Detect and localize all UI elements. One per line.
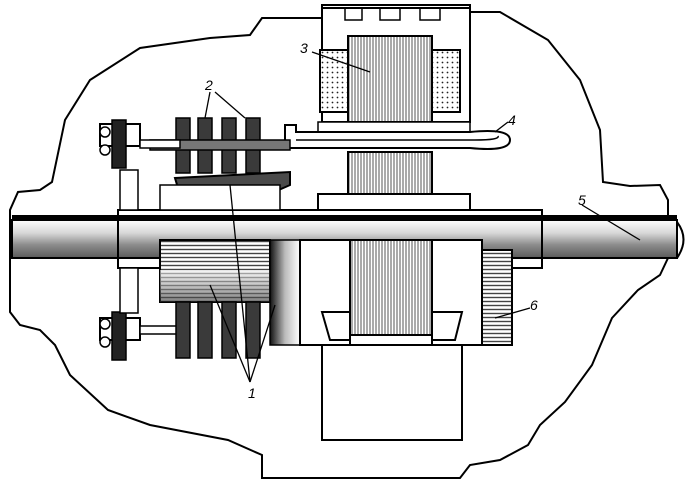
stator-winding-3 — [347, 35, 433, 123]
stator-top — [319, 7, 471, 123]
label-6: 6 — [530, 297, 538, 313]
label-3: 3 — [300, 40, 308, 56]
casing-outline — [9, 4, 669, 479]
brush-disks-top — [149, 117, 291, 211]
collector-stack-1 — [159, 239, 301, 359]
bolt-top — [99, 119, 181, 211]
label-4: 4 — [508, 112, 516, 128]
label-2: 2 — [204, 77, 213, 93]
bolt-bottom — [99, 267, 181, 361]
label-1: 1 — [248, 385, 256, 401]
coil-lead-4 — [284, 124, 512, 150]
leader-lines — [204, 51, 641, 383]
label-5: 5 — [578, 192, 586, 208]
rotor-lower — [299, 239, 483, 441]
fan-ring-6 — [481, 249, 513, 346]
